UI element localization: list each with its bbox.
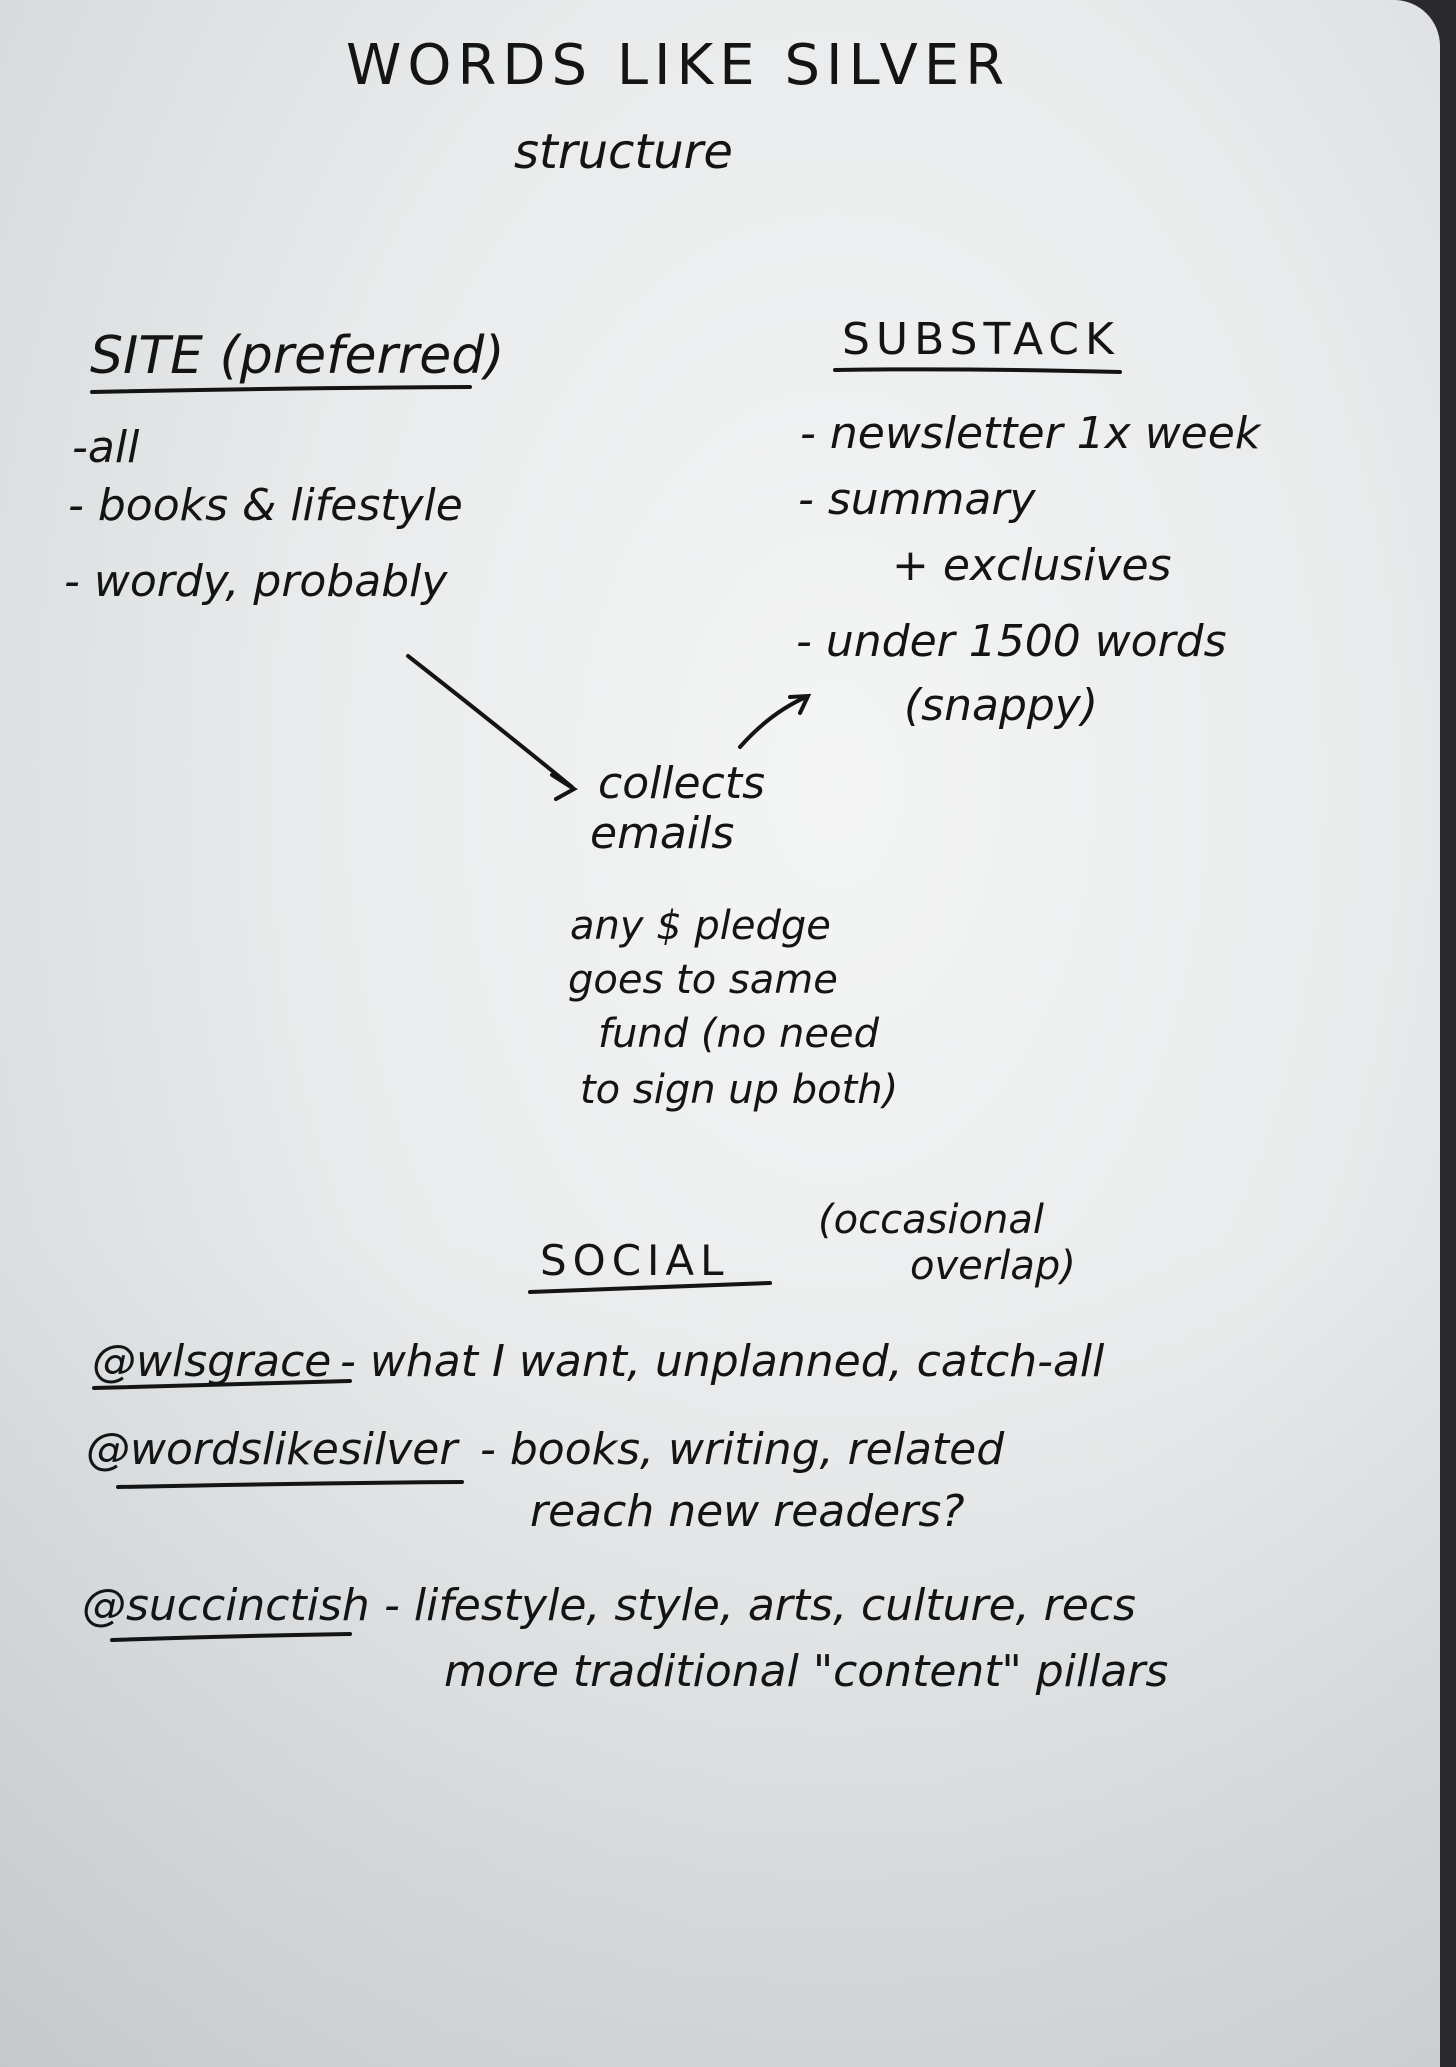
collects-emails-line: collects (598, 758, 765, 809)
substack-item: + exclusives (892, 540, 1172, 591)
pledge-note-line: fund (no need (598, 1011, 879, 1057)
pledge-note-line: any $ pledge (570, 903, 831, 949)
social-handle: @wordslikesilver (86, 1424, 458, 1475)
social-account-description: - books, writing, related (480, 1424, 1005, 1475)
social-account-description: - lifestyle, style, arts, culture, recs (384, 1580, 1136, 1631)
social-heading-underline (528, 1281, 772, 1294)
substack-item: - summary (798, 474, 1036, 525)
arrow-emails-to-substack-head (788, 693, 812, 715)
pledge-note-line: to sign up both) (580, 1067, 899, 1113)
substack-heading: SUBSTACK (842, 314, 1120, 365)
substack-item: - newsletter 1x week (800, 408, 1261, 459)
wlsgrace-underline (92, 1379, 352, 1390)
pledge-note-line: goes to same (568, 957, 838, 1003)
site-item: - books & lifestyle (68, 480, 463, 531)
arrow-site-to-emails-head (550, 773, 578, 801)
page-title: WORDS LIKE SILVER (346, 33, 1011, 98)
social-account-description: more traditional "content" pillars (444, 1646, 1169, 1697)
page-subtitle: structure (514, 124, 733, 180)
substack-heading-underline (833, 367, 1122, 374)
social-heading: SOCIAL (540, 1236, 730, 1285)
substack-item: (snappy) (904, 680, 1099, 731)
wordslikesilver-underline (116, 1480, 464, 1489)
site-item: - wordy, probably (64, 556, 448, 607)
arrow-emails-to-substack (738, 695, 808, 749)
social-account-description: reach new readers? (530, 1486, 965, 1537)
site-item: -all (72, 422, 140, 473)
social-handle: @succinctish (82, 1580, 370, 1631)
collects-emails-line: emails (590, 808, 735, 859)
arrow-site-to-emails (406, 654, 574, 789)
succinctish-underline (110, 1632, 352, 1642)
site-heading: SITE (preferred) (90, 326, 505, 386)
social-note-line: overlap) (910, 1243, 1076, 1289)
social-account-description: - what I want, unplanned, catch-all (340, 1336, 1105, 1387)
substack-item: - under 1500 words (796, 616, 1227, 667)
social-note-line: (occasional (818, 1197, 1044, 1243)
site-heading-underline (90, 385, 472, 394)
social-handle: @wlsgrace (92, 1336, 332, 1387)
